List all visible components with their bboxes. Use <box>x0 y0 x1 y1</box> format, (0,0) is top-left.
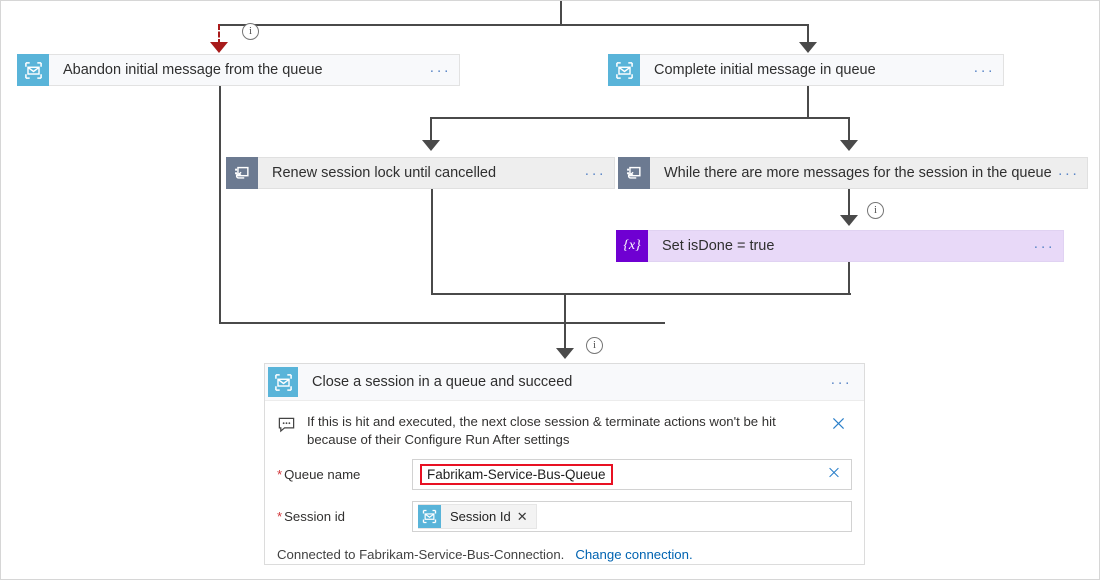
action-card-renew-session-lock[interactable]: Renew session lock until cancelled ··· <box>226 157 615 189</box>
connector-runafter-to-abandon <box>218 24 220 45</box>
required-asterisk: * <box>277 467 283 482</box>
session-id-token[interactable]: Session Id ✕ <box>418 504 537 529</box>
action-card-while-more-messages-menu-icon[interactable]: ··· <box>1057 164 1080 182</box>
session-id-token-label: Session Id <box>450 509 511 524</box>
connector-abandon-bottom-rail <box>219 322 665 324</box>
service-bus-icon <box>268 367 298 397</box>
connector-renew-down <box>431 189 433 294</box>
queue-name-value: Fabrikam-Service-Bus-Queue <box>420 464 613 485</box>
connector-abandon-down-rail <box>219 86 221 323</box>
close-icon[interactable] <box>830 415 852 437</box>
action-card-set-isdone[interactable]: {x} Set isDone = true ··· <box>616 230 1064 262</box>
panel-note-text: If this is hit and executed, the next cl… <box>307 414 776 447</box>
connector-to-while <box>848 117 850 141</box>
arrow-to-complete <box>799 42 817 53</box>
action-card-renew-session-lock-title: Renew session lock until cancelled <box>272 165 497 181</box>
connector-renew-bottom-rail <box>431 293 851 295</box>
connector-top-stem <box>560 1 562 25</box>
change-connection-link[interactable]: Change connection. <box>575 547 693 562</box>
action-card-complete-menu-icon[interactable]: ··· <box>973 61 995 79</box>
variable-icon: {x} <box>616 230 648 262</box>
action-card-while-more-messages-body[interactable]: While there are more messages for the se… <box>650 157 1089 189</box>
arrow-runafter-to-abandon <box>210 42 228 53</box>
service-bus-icon <box>608 54 640 86</box>
arrow-to-close-session <box>556 348 574 359</box>
session-id-input[interactable]: Session Id ✕ <box>412 501 852 532</box>
until-loop-icon <box>226 157 258 189</box>
service-bus-icon <box>418 505 441 528</box>
required-asterisk: * <box>277 509 283 524</box>
connector-complete-down <box>807 86 809 118</box>
connector-while-to-setvar <box>848 189 850 216</box>
field-label-session-id: *Session id <box>277 509 345 524</box>
arrow-to-setvar <box>840 215 858 226</box>
service-bus-icon <box>17 54 49 86</box>
close-session-panel-header[interactable]: Close a session in a queue and succeed ·… <box>265 364 864 401</box>
connector-second-split-bar <box>430 117 850 119</box>
field-label-queue-name: *Queue name <box>277 467 361 482</box>
arrow-to-while <box>840 140 858 151</box>
close-session-panel-title: Close a session in a queue and succeed <box>312 374 573 390</box>
action-card-abandon-body[interactable]: Abandon initial message from the queue ·… <box>49 54 460 86</box>
connector-to-renew <box>430 117 432 141</box>
field-row-session-id: *Session id Session Id ✕ <box>265 501 864 532</box>
queue-name-clear-icon[interactable] <box>826 464 842 485</box>
action-card-while-more-messages-title: While there are more messages for the se… <box>664 165 1052 181</box>
close-session-action-panel[interactable]: Close a session in a queue and succeed ·… <box>264 363 865 565</box>
action-card-set-isdone-body[interactable]: Set isDone = true ··· <box>648 230 1064 262</box>
until-loop-icon <box>618 157 650 189</box>
panel-connection-row: Connected to Fabrikam-Service-Bus-Connec… <box>265 543 864 574</box>
run-after-info-setvar[interactable]: i <box>867 202 884 219</box>
comment-icon <box>277 415 301 439</box>
connector-top-split-bar <box>219 24 809 26</box>
connector-to-close-session <box>564 293 566 349</box>
action-card-complete-title: Complete initial message in queue <box>654 62 876 78</box>
action-card-set-isdone-menu-icon[interactable]: ··· <box>1033 237 1055 255</box>
session-id-token-remove-icon[interactable]: ✕ <box>516 508 528 524</box>
action-card-renew-session-lock-menu-icon[interactable]: ··· <box>584 164 606 182</box>
action-card-abandon-title: Abandon initial message from the queue <box>63 62 323 78</box>
run-after-info-abandon[interactable]: i <box>242 23 259 40</box>
connection-status-text: Connected to Fabrikam-Service-Bus-Connec… <box>277 547 565 562</box>
arrow-to-renew <box>422 140 440 151</box>
action-card-abandon[interactable]: Abandon initial message from the queue ·… <box>17 54 460 86</box>
run-after-info-close-session[interactable]: i <box>586 337 603 354</box>
action-card-set-isdone-title: Set isDone = true <box>662 238 775 254</box>
field-row-queue-name: *Queue name Fabrikam-Service-Bus-Queue <box>265 459 864 490</box>
action-card-complete[interactable]: Complete initial message in queue ··· <box>608 54 1004 86</box>
action-card-abandon-menu-icon[interactable]: ··· <box>429 61 451 79</box>
queue-name-input[interactable]: Fabrikam-Service-Bus-Queue <box>412 459 852 490</box>
connector-setvar-down <box>848 262 850 294</box>
panel-note-row: If this is hit and executed, the next cl… <box>265 401 864 459</box>
close-session-panel-menu-icon[interactable]: ··· <box>830 373 852 391</box>
connector-to-complete <box>807 24 809 44</box>
action-card-renew-session-lock-body[interactable]: Renew session lock until cancelled ··· <box>258 157 615 189</box>
action-card-complete-body[interactable]: Complete initial message in queue ··· <box>640 54 1004 86</box>
action-card-while-more-messages[interactable]: While there are more messages for the se… <box>618 157 1089 189</box>
